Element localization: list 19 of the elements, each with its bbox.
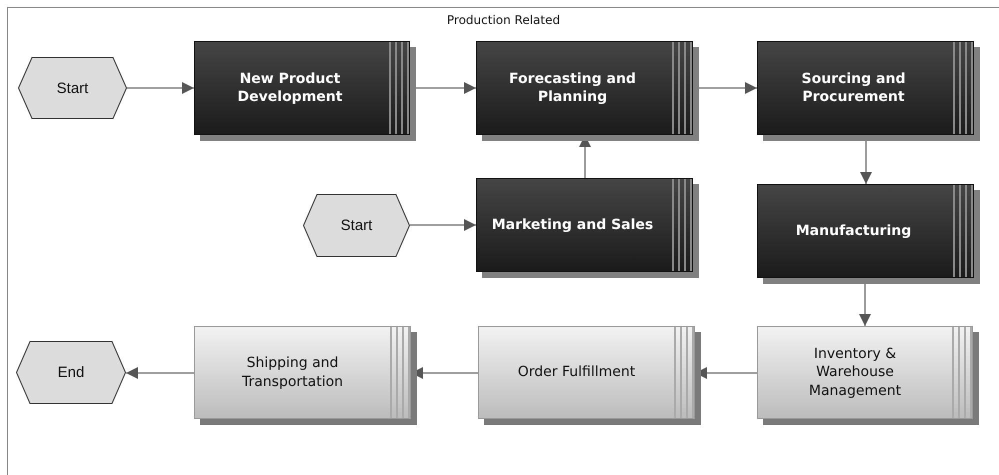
- group-frame: [7, 7, 999, 475]
- node-label: Manufacturing: [796, 222, 912, 240]
- node-label: Inventory & Warehouse Management: [808, 345, 902, 400]
- node-label: End: [58, 364, 84, 381]
- arrow: [410, 219, 476, 231]
- node-label: Order Fulfillment: [518, 363, 636, 382]
- terminal-hexagon: [16, 341, 126, 404]
- node-label: Shipping and Transportation: [240, 354, 344, 391]
- node-label: Start: [340, 217, 372, 234]
- node-label: Sourcing and Procurement: [800, 70, 906, 106]
- arrow: [126, 367, 194, 379]
- node-label: Forecasting and Planning: [508, 70, 637, 106]
- node-label: New Product Development: [236, 70, 344, 106]
- terminal-hexagon: [18, 57, 127, 119]
- terminal-hexagon: [303, 194, 410, 257]
- node-label: Start: [56, 80, 88, 96]
- node-label: Marketing and Sales: [492, 216, 654, 234]
- group-title: Production Related: [446, 13, 562, 27]
- arrow: [127, 82, 194, 94]
